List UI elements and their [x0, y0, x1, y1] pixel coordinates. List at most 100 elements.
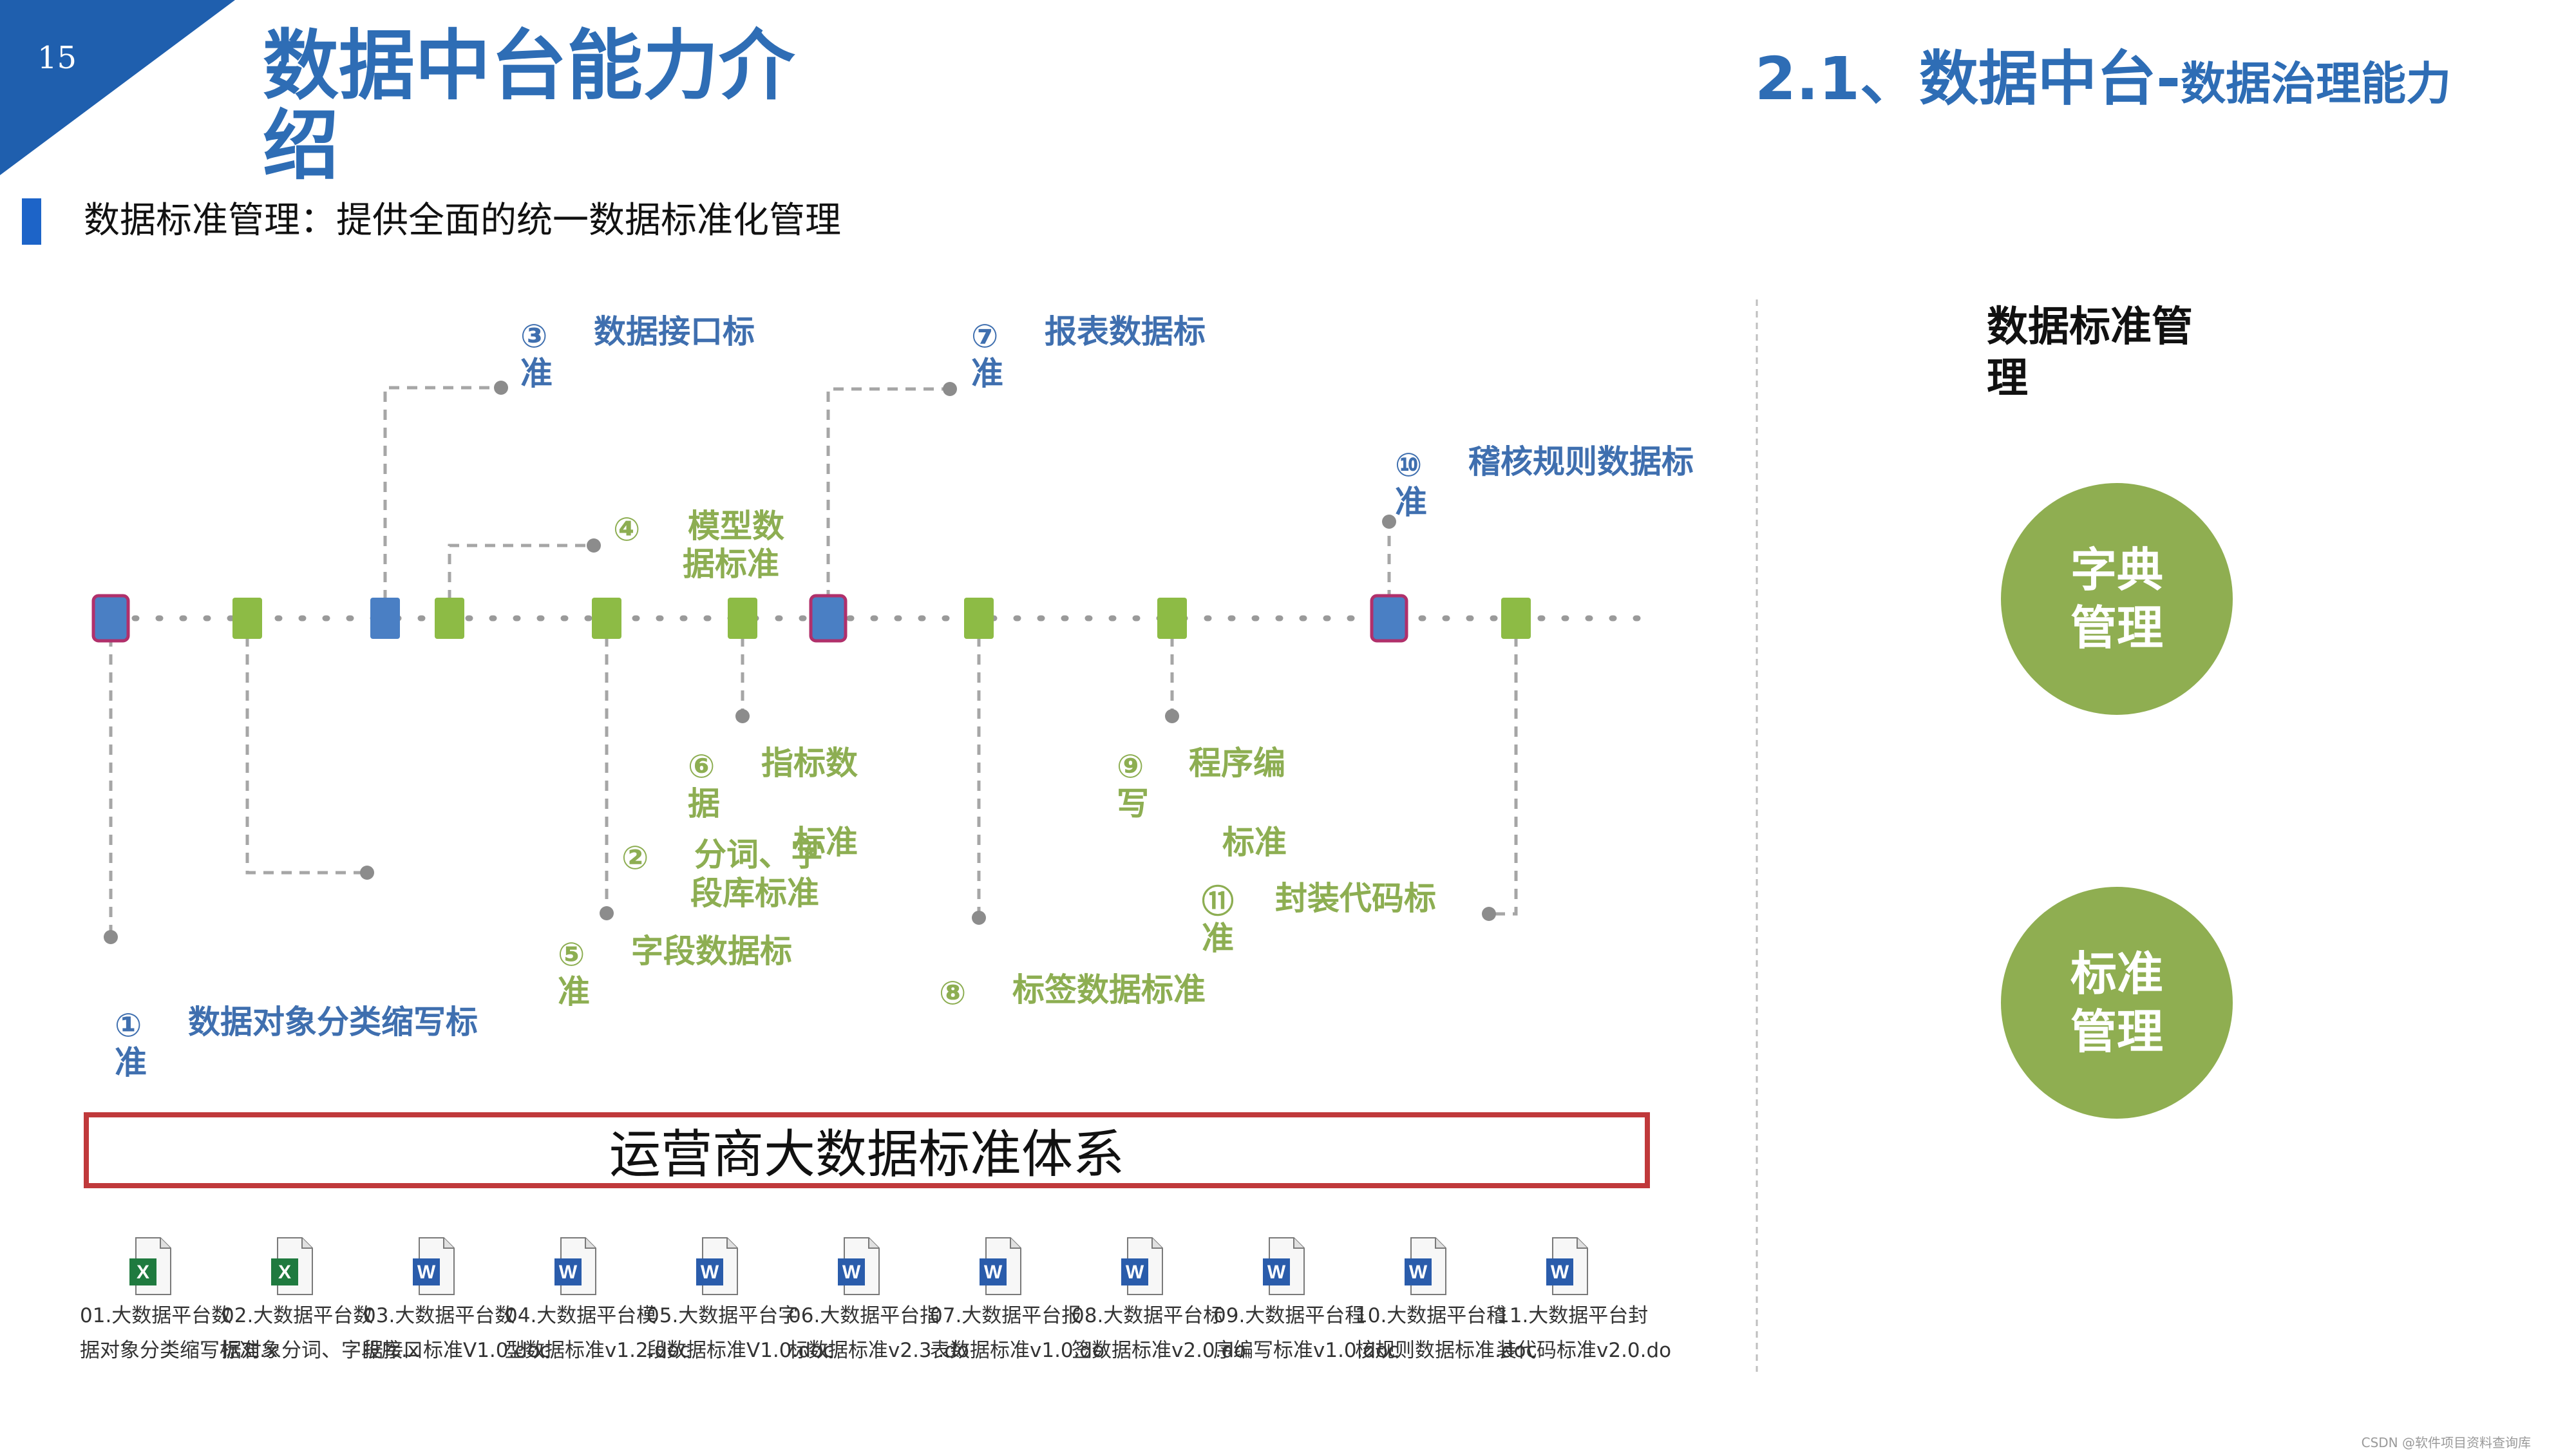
- standard-management-circle: 标准管理: [2001, 887, 2233, 1119]
- svg-text:W: W: [559, 1262, 578, 1283]
- file-name-line2: 装代码标准v2.0.do: [1497, 1339, 1672, 1362]
- standard-1-number: ①: [115, 1007, 142, 1044]
- standard-11-label: 封装代码标: [1275, 880, 1436, 917]
- file-item[interactable]: W 03.大数据平台数 据接口标准V1.0.doc: [363, 1237, 551, 1368]
- file-name-line2: 段数据标准V1.0.doc: [647, 1339, 835, 1362]
- file-name-line2: 型数据标准v1.2.doc: [505, 1339, 691, 1362]
- standard-10-label-cont: 准: [1395, 484, 1427, 521]
- file-name-line1: 07.大数据平台报: [930, 1304, 1082, 1327]
- standard-11-number: ⑪: [1202, 883, 1234, 920]
- framework-label: 运营商大数据标准体系: [609, 1124, 1124, 1184]
- file-name-line2: 据对象分类缩写标准.x: [80, 1339, 278, 1362]
- timeline-diagram: [91, 381, 1655, 944]
- standard-1-label: 数据对象分类缩写标: [188, 1003, 478, 1041]
- standard-2-number: ②: [621, 839, 649, 877]
- standard-7-label-cont: 准: [971, 355, 1003, 392]
- dictionary-management-circle: 字典管理: [2001, 483, 2233, 715]
- standard-4-label: 模型数: [688, 507, 784, 545]
- standard-3-label-cont: 准: [520, 355, 553, 392]
- svg-text:X: X: [137, 1262, 149, 1283]
- watermark: CSDN @软件项目资料查询库: [2361, 1435, 2531, 1450]
- file-item[interactable]: X 01.大数据平台数 据对象分类缩写标准.x: [80, 1237, 278, 1368]
- file-name-line1: 05.大数据平台字: [647, 1304, 799, 1327]
- file-name-line1: 01.大数据平台数: [80, 1304, 232, 1327]
- standard-11-label-cont: 准: [1202, 920, 1234, 957]
- section-title: 2.1、数据中台-数据治理能力: [1755, 31, 2451, 117]
- file-name-line2: 表数据标准v1.0.do: [930, 1339, 1105, 1362]
- standard-6-label-cont: 据: [688, 785, 720, 822]
- standard-9-label-tail: 标准: [1222, 824, 1287, 861]
- svg-text:W: W: [1409, 1262, 1428, 1283]
- vertical-divider: [1756, 299, 1758, 1372]
- word-file-icon: W: [1546, 1237, 1588, 1295]
- standard-6-number: ⑥: [688, 748, 715, 785]
- svg-text:W: W: [984, 1262, 1003, 1283]
- slide-title: 数据中台能力介绍: [263, 21, 795, 190]
- file-name-line1: 09.大数据平台程: [1213, 1304, 1365, 1327]
- standard-8-number: ⑧: [939, 974, 967, 1012]
- excel-file-icon: X: [129, 1237, 171, 1295]
- standard-2-label: 分词、字: [694, 836, 823, 873]
- circle-label: 标准管理: [2070, 947, 2163, 1059]
- file-name-line2: 序编写标准v1.0.doc: [1213, 1339, 1399, 1362]
- standard-4-label-cont: 据标准: [683, 545, 779, 583]
- file-name-line1: 10.大数据平台稽: [1355, 1304, 1507, 1327]
- file-item[interactable]: X 02.大数据平台数 据对象分词、字段库.x: [222, 1237, 420, 1368]
- file-item[interactable]: W 07.大数据平台报 表数据标准v1.0.do: [930, 1237, 1105, 1368]
- word-file-icon: W: [696, 1237, 738, 1295]
- file-name-line2: 核规则数据标准.doc: [1355, 1339, 1537, 1362]
- standard-5-label-cont: 准: [558, 973, 590, 1010]
- standard-2-label-cont: 段库标准: [690, 875, 819, 912]
- standard-9-number: ⑨: [1117, 748, 1144, 785]
- file-item[interactable]: W 08.大数据平台标 签数据标准v2.0.do: [1072, 1237, 1246, 1368]
- standard-7-number: ⑦: [971, 318, 999, 355]
- file-name-line1: 03.大数据平台数: [363, 1304, 515, 1327]
- file-name-line1: 06.大数据平台指: [788, 1304, 940, 1327]
- file-item[interactable]: W 05.大数据平台字 段数据标准V1.0.doc: [647, 1237, 835, 1368]
- file-item[interactable]: W 04.大数据平台模 型数据标准v1.2.doc: [505, 1237, 691, 1368]
- standard-3-label: 数据接口标: [594, 313, 755, 350]
- file-name-line2: 据对象分词、字段库.x: [222, 1339, 420, 1362]
- standard-9-label: 程序编: [1189, 744, 1285, 782]
- svg-text:W: W: [1126, 1262, 1144, 1283]
- word-file-icon: W: [980, 1237, 1021, 1295]
- circle-label: 字典管理: [2070, 543, 2163, 655]
- file-item[interactable]: W 11.大数据平台封 装代码标准v2.0.do: [1497, 1237, 1672, 1368]
- file-name-line2: 标数据标准v2.3 .do: [788, 1339, 969, 1362]
- word-file-icon: W: [1263, 1237, 1305, 1295]
- file-name-line1: 08.大数据平台标: [1072, 1304, 1224, 1327]
- corner-triangle: [0, 0, 235, 175]
- standard-7-label: 报表数据标: [1045, 313, 1206, 350]
- right-panel-heading: 数据标准管理: [1987, 303, 2193, 403]
- file-item[interactable]: W 06.大数据平台指 标数据标准v2.3 .do: [788, 1237, 969, 1368]
- file-name-line2: 据接口标准V1.0.doc: [363, 1339, 551, 1362]
- word-file-icon: W: [413, 1237, 455, 1295]
- section-subtitle: 数据治理能力: [2181, 57, 2452, 110]
- word-file-icon: W: [838, 1237, 880, 1295]
- standard-5-number: ⑤: [558, 936, 585, 973]
- timeline-nodes: [91, 594, 1531, 643]
- file-item[interactable]: W 10.大数据平台稽 核规则数据标准.doc: [1355, 1237, 1537, 1368]
- file-name-line1: 04.大数据平台模: [505, 1304, 657, 1327]
- framework-box: 运营商大数据标准体系: [84, 1112, 1650, 1188]
- section-prefix: 2.1、数据中台-: [1755, 44, 2181, 113]
- standard-8-label: 标签数据标准: [1012, 971, 1206, 1009]
- standard-1-label-cont: 准: [115, 1044, 147, 1081]
- page-number: 15: [37, 40, 77, 76]
- svg-text:W: W: [417, 1262, 436, 1283]
- svg-text:W: W: [842, 1262, 861, 1283]
- standard-4-number: ④: [613, 511, 641, 548]
- svg-text:W: W: [701, 1262, 719, 1283]
- file-item[interactable]: W 09.大数据平台程 序编写标准v1.0.doc: [1213, 1237, 1399, 1368]
- word-file-icon: W: [1121, 1237, 1163, 1295]
- file-name-line1: 11.大数据平台封: [1497, 1304, 1649, 1327]
- word-file-icon: W: [554, 1237, 596, 1295]
- word-file-icon: W: [1405, 1237, 1446, 1295]
- standard-5-label: 字段数据标: [631, 933, 792, 970]
- svg-text:W: W: [1267, 1262, 1286, 1283]
- standard-10-label: 稽核规则数据标: [1468, 443, 1694, 480]
- excel-file-icon: X: [271, 1237, 313, 1295]
- svg-text:W: W: [1551, 1262, 1569, 1283]
- svg-text:X: X: [278, 1262, 291, 1283]
- intro-text: 数据标准管理：提供全面的统一数据标准化管理: [84, 200, 841, 242]
